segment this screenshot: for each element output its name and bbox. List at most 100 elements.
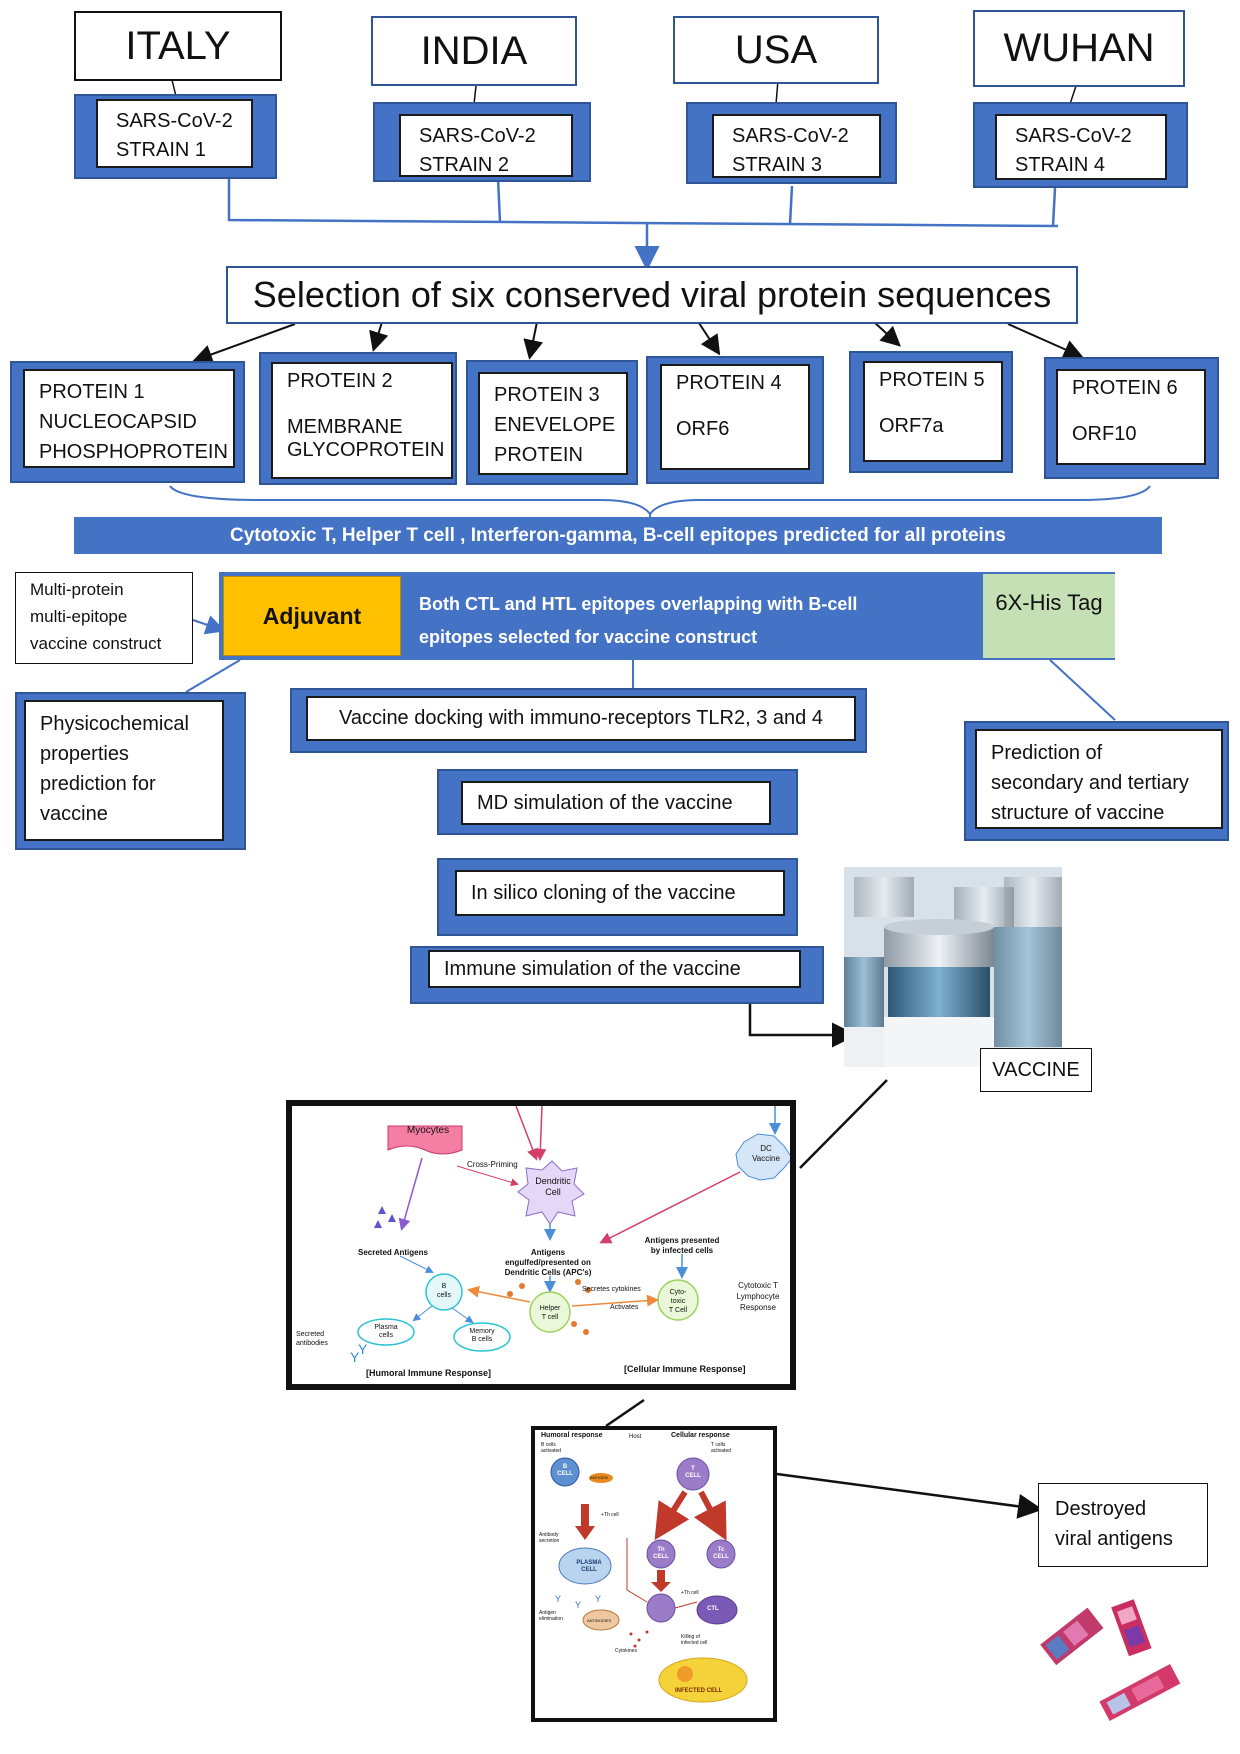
protein-line: PROTEIN 3	[494, 384, 600, 406]
destroyed-fragments-icon	[1040, 1599, 1181, 1722]
physico-line: vaccine	[40, 803, 108, 825]
memory-line: B cells	[471, 1336, 493, 1343]
plasma-cells-label: Plasma cells	[370, 1324, 402, 1340]
step-immune-frame: Immune simulation of the vaccine	[410, 946, 824, 1004]
country-label: ITALY	[125, 23, 231, 68]
ctl-response-label: Cytotoxic T Lymphocyte Response	[728, 1280, 788, 1313]
killing-label: Killing of infected cell	[681, 1634, 707, 1646]
b-activated-line: activated	[541, 1448, 562, 1454]
country-label: USA	[734, 27, 818, 72]
protein-line: PROTEIN 1	[39, 381, 145, 403]
epitope-bar: Cytotoxic T, Helper T cell , Interferon-…	[74, 517, 1162, 554]
svg-text:Y: Y	[575, 1600, 581, 1610]
tc-cell-label: Tc CELL	[709, 1547, 733, 1561]
t-activated-label: T cells activated	[711, 1442, 731, 1454]
cytotoxic-line: toxic	[670, 1298, 686, 1305]
strain-3-frame: SARS-CoV-2 STRAIN 3	[686, 102, 897, 184]
dc-vaccine-line: Vaccine	[752, 1154, 780, 1163]
b-cells-label: B cells	[430, 1282, 458, 1300]
protein-line: ENEVELOPE	[494, 414, 616, 436]
dendritic-cell-label: Dendritic Cell	[528, 1176, 578, 1198]
th-line: CELL	[653, 1554, 669, 1560]
humoral-response-label: Humoral response	[541, 1432, 603, 1439]
destroyed-antigens-box: Destroyed viral antigens	[1038, 1483, 1208, 1567]
vials-illustration	[844, 867, 1062, 1067]
protein-line: ORF7a	[879, 415, 944, 437]
th-cell-label: Th CELL	[649, 1547, 673, 1561]
protein-6-frame: PROTEIN 6 ORF10	[1044, 357, 1219, 479]
cytokines-label: Cytokines	[615, 1648, 637, 1654]
protein-line: PROTEIN 6	[1072, 377, 1178, 399]
protein-line: ORF10	[1072, 423, 1137, 445]
country-italy: ITALY	[74, 11, 282, 81]
protein-5-frame: PROTEIN 5 ORF7a	[849, 351, 1013, 473]
b-cell-label: B CELL	[553, 1464, 577, 1478]
strain-1-box: SARS-CoV-2 STRAIN 1	[96, 99, 253, 168]
country-label: WUHAN	[1003, 26, 1155, 70]
immune-diagram: Y Y	[350, 1106, 790, 1365]
step-docking-frame: Vaccine docking with immuno-receptors TL…	[290, 688, 867, 753]
strain-2-frame: SARS-CoV-2 STRAIN 2	[373, 102, 591, 182]
step-immune-box: Immune simulation of the vaccine	[428, 950, 801, 988]
secreted-antigens-label: Secreted Antigens	[358, 1248, 428, 1257]
plasma-cell-line: CELL	[581, 1567, 597, 1573]
side-label-line: Multi-protein	[30, 580, 124, 599]
antigens-apc-line: Dendritic Cells (APC's)	[504, 1268, 592, 1277]
protein-1-frame: PROTEIN 1 NUCLEOCAPSID PHOSPHOPROTEIN	[10, 361, 245, 483]
strain-4-frame: SARS-CoV-2 STRAIN 4	[973, 102, 1188, 188]
svg-text:Y: Y	[350, 1349, 360, 1365]
construct-line: Both CTL and HTL epitopes overlapping wi…	[419, 594, 858, 614]
secreted-antibodies-label: Secreted antibodies	[296, 1330, 328, 1348]
step-docking-box: Vaccine docking with immuno-receptors TL…	[306, 696, 856, 741]
antibodies-label: ANTIBODIES	[587, 1618, 612, 1623]
protein-line	[287, 393, 451, 416]
strain-2-box: SARS-CoV-2 STRAIN 2	[399, 114, 573, 177]
t-cell-line: CELL	[685, 1473, 701, 1479]
physico-line: Physicochemical	[40, 713, 189, 735]
humoral-label: [Humoral Immune Response]	[366, 1368, 492, 1378]
his-tag-box: 6X-His Tag	[983, 574, 1115, 658]
helper-t-line: T cell	[541, 1314, 559, 1321]
strain-4-box: SARS-CoV-2 STRAIN 4	[995, 114, 1167, 180]
plasma-cell-label: PLASMA CELL	[571, 1560, 607, 1574]
step-md-box: MD simulation of the vaccine	[461, 781, 771, 825]
antigens-apc-label: Antigens engulfed/presented on Dendritic…	[488, 1248, 608, 1278]
step-cloning-frame: In silico cloning of the vaccine	[437, 858, 798, 936]
protein-4-box: PROTEIN 4 ORF6	[660, 364, 810, 470]
b-cell-line: CELL	[557, 1471, 573, 1477]
physico-line: prediction for	[40, 773, 156, 795]
protein-line	[1072, 400, 1204, 423]
plasma-line: cells	[378, 1332, 393, 1339]
adjuvant-box: Adjuvant	[223, 576, 401, 656]
strain-line: SARS-CoV-2	[732, 125, 849, 147]
strain-line: STRAIN 2	[419, 154, 510, 176]
country-india: INDIA	[371, 16, 577, 86]
construct-side-label: Multi-protein multi-epitope vaccine cons…	[15, 572, 193, 664]
strain-line: STRAIN 1	[116, 139, 207, 161]
antigens-apc-line: engulfed/presented on	[505, 1258, 591, 1267]
side-label-line: multi-epitope	[30, 607, 128, 626]
cytotoxic-line: Cyto-	[669, 1289, 687, 1296]
antibody-secretion-label: Antibody secretion	[539, 1532, 559, 1544]
protein-2-box: PROTEIN 2 MEMBRANE GLYCOPROTEIN	[271, 362, 453, 479]
b-activated-line: B cells	[541, 1442, 556, 1448]
protein-2-frame: PROTEIN 2 MEMBRANE GLYCOPROTEIN	[259, 352, 457, 485]
protein-line: NUCLEOCAPSID	[39, 411, 197, 433]
cellular-response-label: Cellular response	[671, 1432, 730, 1439]
protein-line: PROTEIN	[494, 444, 583, 466]
tc-line: CELL	[713, 1554, 729, 1560]
destroyed-line: viral antigens	[1055, 1528, 1173, 1550]
antigen-elimination-line: Antigen	[539, 1610, 556, 1616]
strain-line: SARS-CoV-2	[419, 125, 536, 147]
killing-line: infected cell	[681, 1640, 708, 1646]
antigens-infected-label: Antigens presented by infected cells	[632, 1236, 732, 1256]
construct-bar: Adjuvant Both CTL and HTL epitopes overl…	[219, 572, 1115, 660]
t-cell-label: T CELL	[681, 1466, 705, 1480]
physico-line: properties	[40, 743, 129, 765]
immune-response-panel: Y Y Myocytes Cross-Priming Dendritic Cel…	[286, 1100, 796, 1390]
myocytes-label: Myocytes	[406, 1125, 450, 1136]
secondary-frame: Prediction of secondary and tertiary str…	[964, 721, 1229, 841]
protein-line	[879, 392, 1001, 415]
protein-5-box: PROTEIN 5 ORF7a	[863, 361, 1003, 462]
protein-3-frame: PROTEIN 3 ENEVELOPE PROTEIN	[466, 360, 638, 485]
